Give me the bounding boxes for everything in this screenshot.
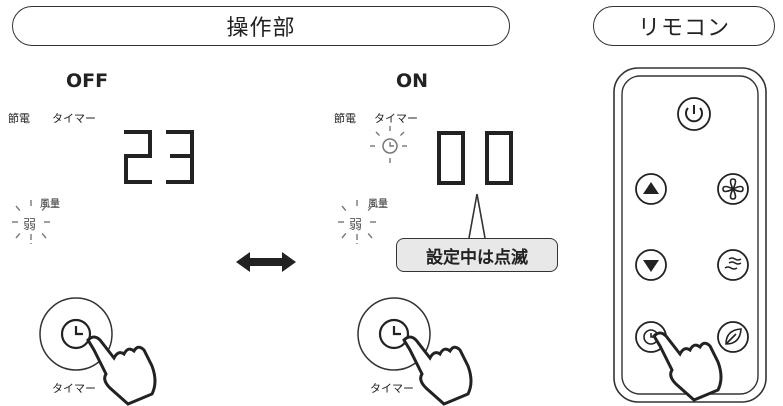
power-icon[interactable] [676, 96, 712, 132]
on-hand-pointer-icon [402, 335, 473, 406]
on-wind-label: 風量 [368, 199, 388, 210]
off-timer-button-label: タイマー [52, 382, 96, 395]
on-state-label: ON [396, 70, 429, 92]
blink-callout-text: 設定中は点滅 [426, 247, 528, 268]
off-hand-pointer-icon [86, 335, 157, 406]
callout-pointer [468, 193, 486, 239]
off-timer-label: タイマー [52, 112, 96, 125]
swing-icon[interactable] [716, 248, 750, 282]
leaf-icon[interactable] [716, 320, 750, 354]
up-arrow-icon[interactable] [634, 172, 668, 206]
remote-header: リモコン [593, 6, 775, 46]
blink-callout: 設定中は点滅 [396, 238, 558, 272]
on-wind-level: 弱 [349, 218, 363, 233]
off-wind-blink-icon [12, 200, 50, 244]
on-digits-svg [437, 131, 513, 185]
on-timer-button-label: タイマー [370, 382, 414, 395]
off-wind-level: 弱 [23, 218, 37, 233]
on-power-save-label: 節電 [334, 112, 356, 125]
fan-icon[interactable] [716, 172, 750, 206]
remote-control [613, 67, 767, 403]
off-state-label: OFF [66, 70, 109, 92]
down-arrow-icon[interactable] [634, 248, 668, 282]
off-power-save-label: 節電 [8, 112, 30, 125]
on-timer-label: タイマー [374, 112, 418, 125]
remote-hand-pointer-icon [652, 331, 723, 402]
both-way-arrow-icon [236, 252, 296, 272]
panel-header-label: 操作部 [226, 16, 296, 41]
off-digits-svg [124, 130, 194, 184]
remote-header-label: リモコン [637, 16, 730, 41]
on-timer-blink-icon [370, 126, 410, 166]
off-wind-label: 風量 [40, 199, 60, 210]
on-wind-blink-icon [338, 200, 376, 244]
panel-header: 操作部 [12, 6, 510, 46]
